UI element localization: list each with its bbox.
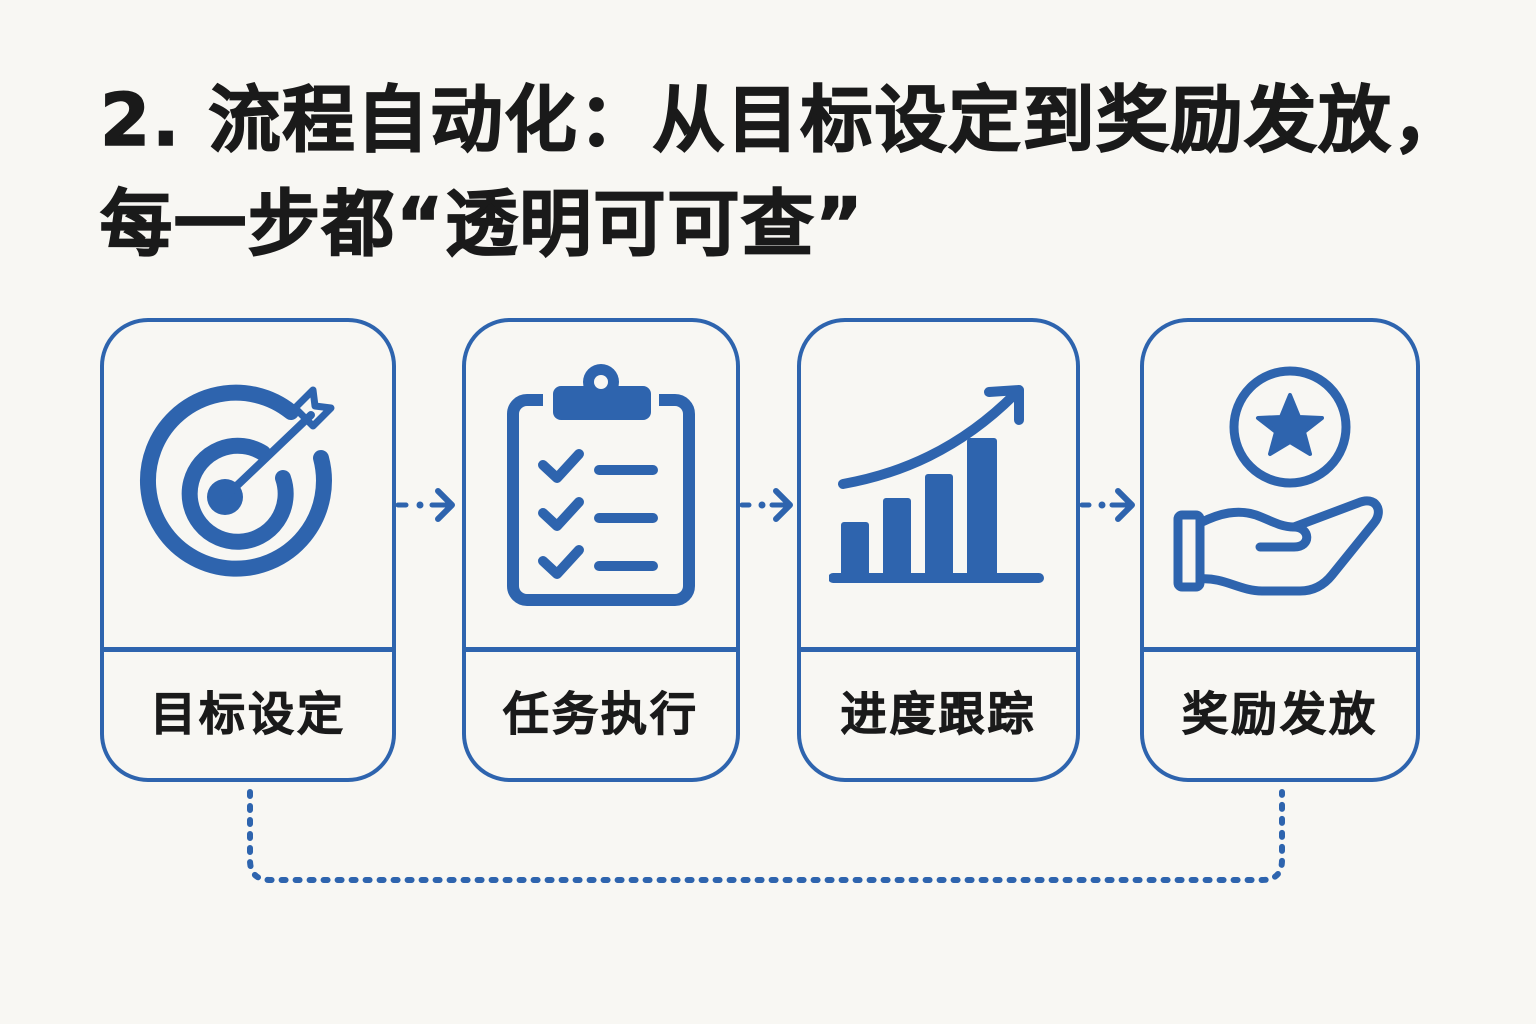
- card-divider: [104, 647, 392, 652]
- dotted-arrow-right-icon: [740, 488, 793, 522]
- step-label: 目标设定: [150, 687, 346, 742]
- title-line-2: 每一步都“透明可可查”: [99, 181, 865, 267]
- hand-star-coin-icon: [1173, 366, 1383, 595]
- step-label: 奖励发放: [1182, 687, 1378, 742]
- growth-bar-chart-icon: [828, 384, 1044, 583]
- page-title: 2. 流程自动化：从目标设定到奖励发放， 每一步都“透明可可查”: [99, 68, 1467, 276]
- dotted-arrow-right-icon: [1080, 488, 1135, 522]
- card-divider: [801, 647, 1076, 652]
- step-card-progress-tracking: 进度跟踪: [797, 318, 1080, 782]
- card-divider: [466, 647, 736, 652]
- step-label: 任务执行: [503, 687, 699, 742]
- step-card-goal-setting: 目标设定: [100, 318, 396, 782]
- dotted-arrow-right-icon: [396, 488, 455, 522]
- title-line-1: 2. 流程自动化：从目标设定到奖励发放，: [99, 77, 1467, 163]
- step-card-task-execution: 任务执行: [462, 318, 740, 782]
- clipboard-checklist-icon: [507, 363, 695, 606]
- step-label: 进度跟踪: [840, 687, 1037, 742]
- step-card-reward-distribution: 奖励发放: [1140, 318, 1420, 782]
- target-arrow-icon: [140, 384, 335, 577]
- card-divider: [1144, 647, 1416, 652]
